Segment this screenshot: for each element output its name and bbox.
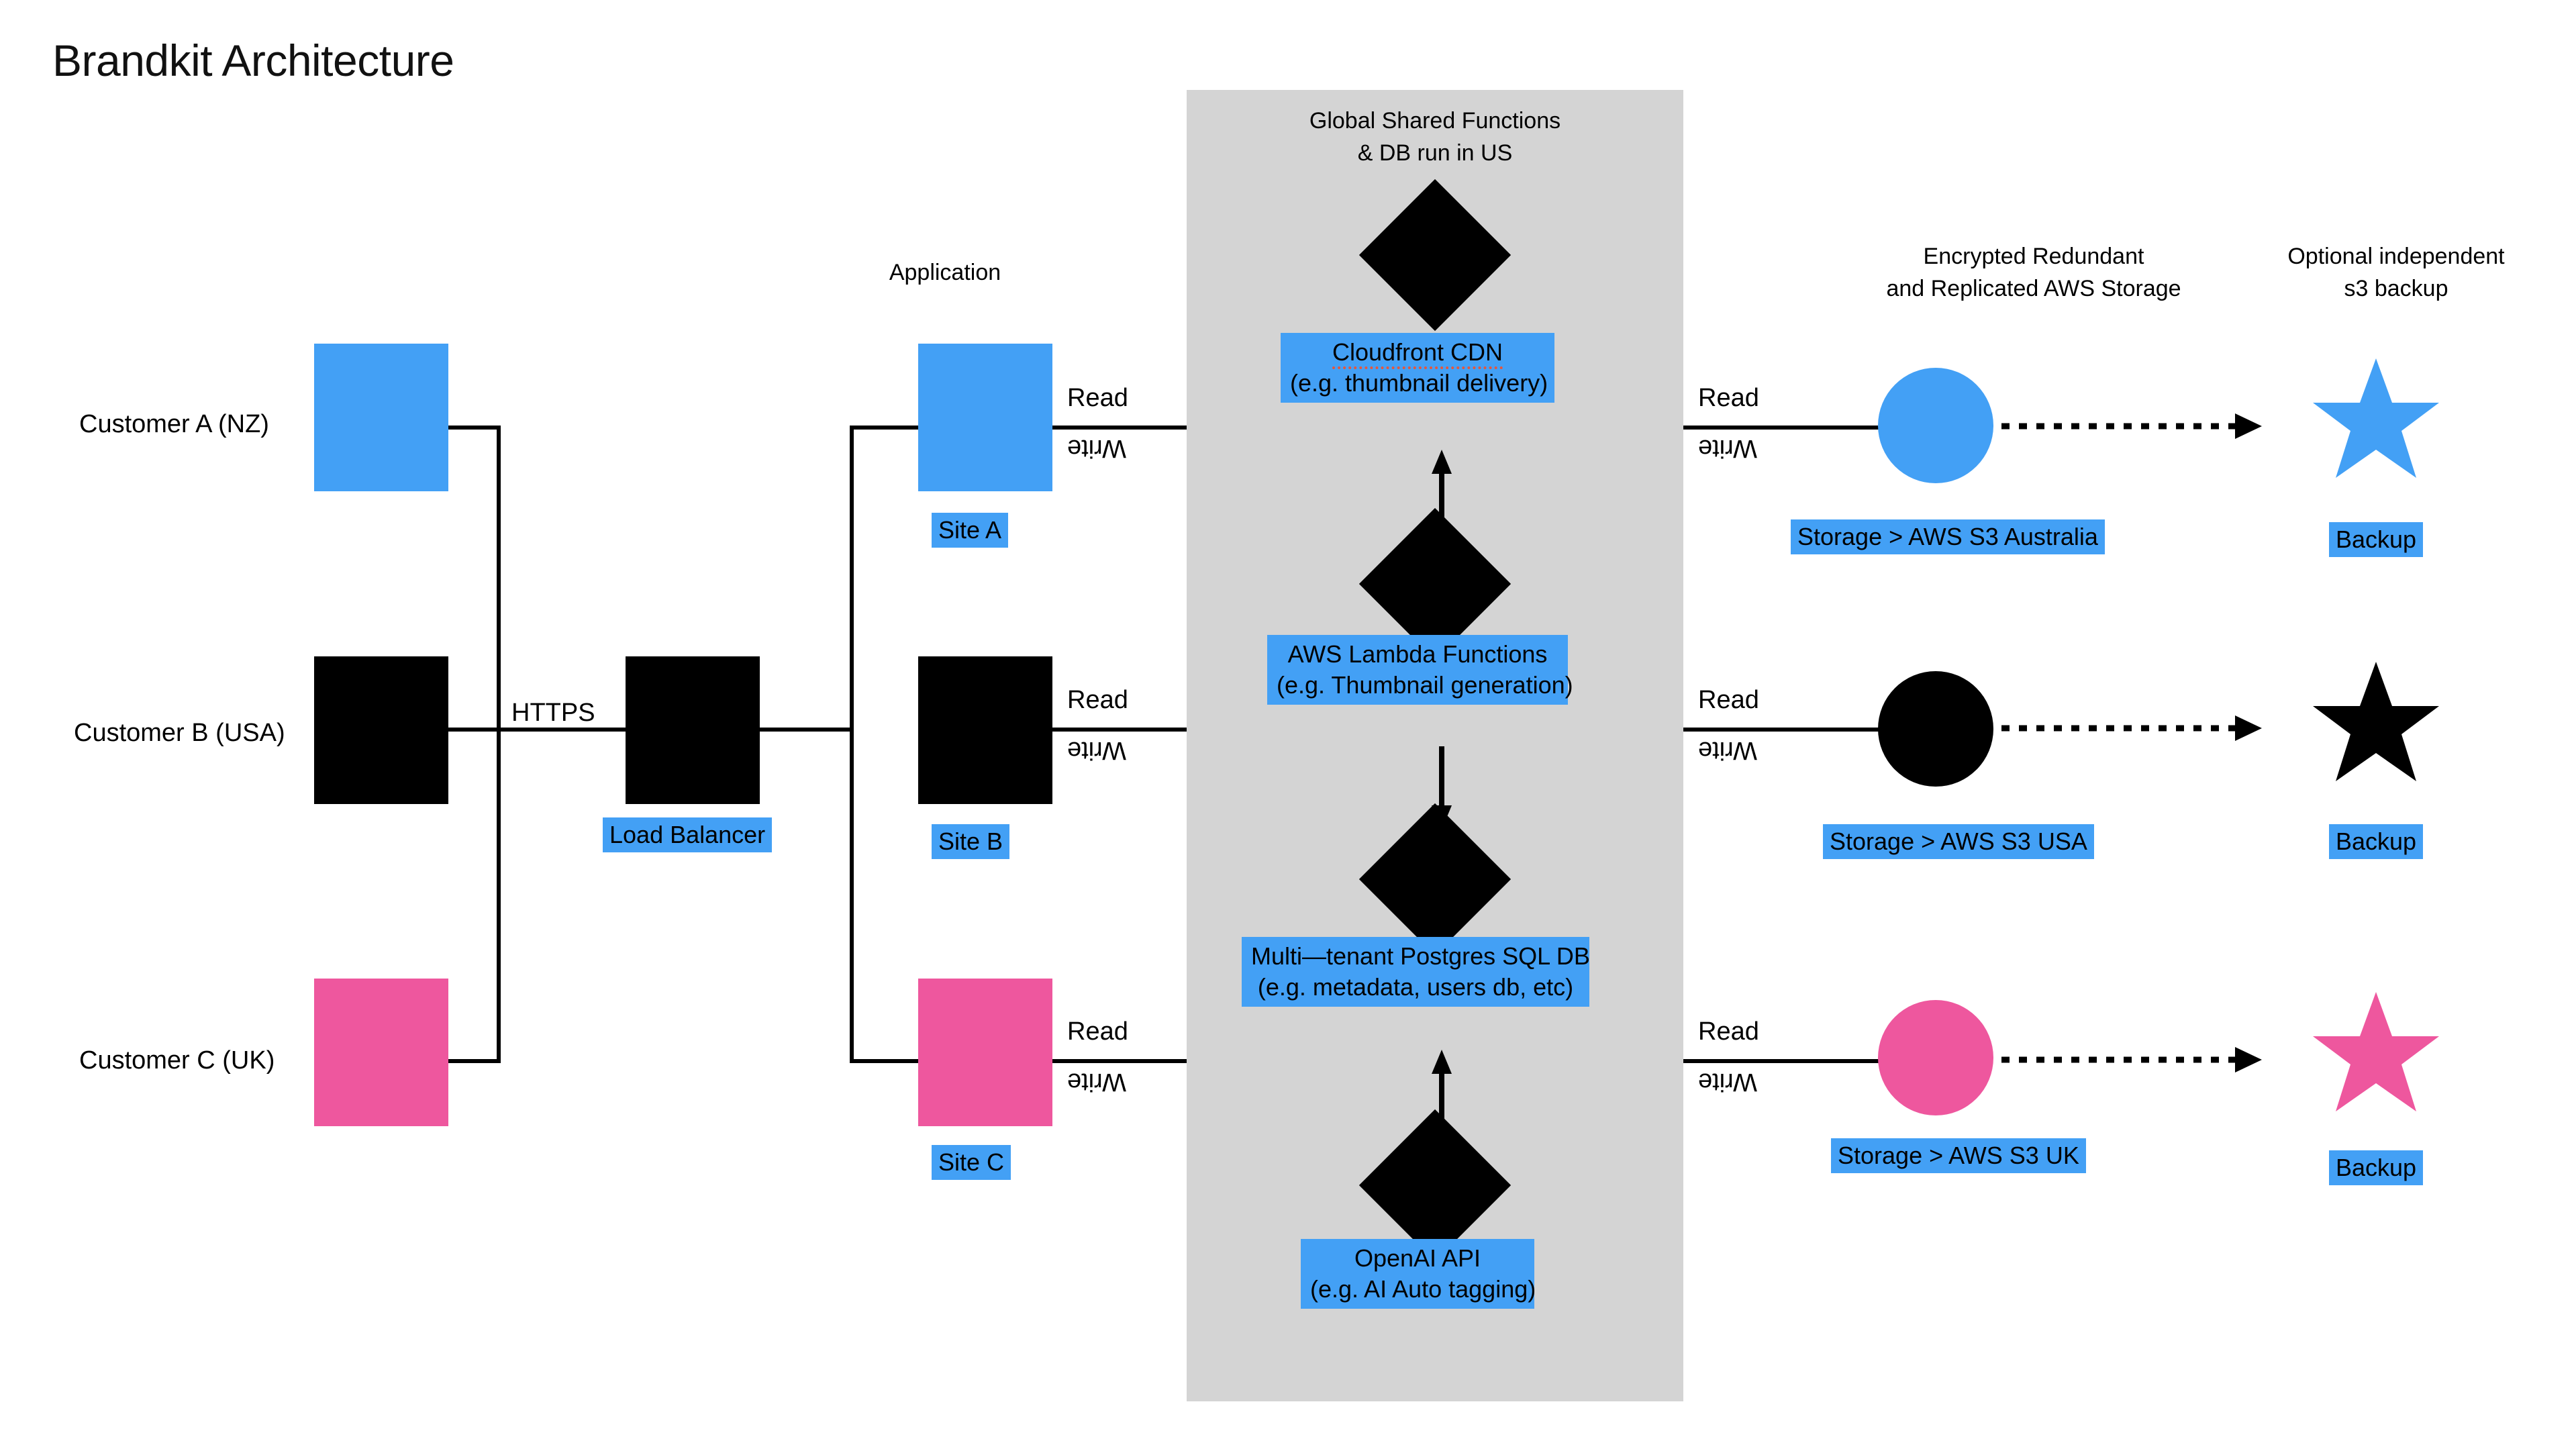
site-label-b: Site B xyxy=(932,824,1010,859)
connector-site-a-stub xyxy=(850,426,937,430)
shared-box-postgres-db[interactable]: Multi—tenant Postgres SQL DB (e.g. metad… xyxy=(1242,937,1590,1007)
connector-shared-to-storage-b xyxy=(1683,728,1885,732)
connector-site-spine xyxy=(850,426,854,1063)
storage-shape-uk[interactable] xyxy=(1878,1000,1993,1115)
column-header-backup-line2: s3 backup xyxy=(2344,276,2448,301)
backup-label-a: Backup xyxy=(2329,522,2424,557)
shared-box-aws-lambda-line1: AWS Lambda Functions xyxy=(1287,640,1548,668)
arrow-dotted-backup-a xyxy=(2001,413,2262,439)
storage-label-uk: Storage > AWS S3 UK xyxy=(1831,1138,2086,1173)
column-header-shared-line2: & DB run in US xyxy=(1357,140,1513,166)
storage-b-write-label: Write xyxy=(1698,736,1757,764)
connector-customer-spine xyxy=(497,426,501,1063)
shared-box-aws-lambda[interactable]: AWS Lambda Functions (e.g. Thumbnail gen… xyxy=(1267,635,1573,705)
shared-box-openai-api[interactable]: OpenAI API (e.g. AI Auto tagging) xyxy=(1301,1239,1536,1309)
storage-c-read-label: Read xyxy=(1698,1017,1759,1046)
backup-shape-a[interactable] xyxy=(2309,356,2443,483)
arrow-dotted-backup-b xyxy=(2001,715,2262,741)
https-label: HTTPS xyxy=(511,699,595,727)
connector-site-c-to-shared xyxy=(1052,1059,1187,1063)
load-balancer-label: Load Balancer xyxy=(603,817,773,852)
storage-a-read-label: Read xyxy=(1698,384,1759,412)
column-header-shared-line1: Global Shared Functions xyxy=(1309,108,1561,134)
customer-shape-b[interactable] xyxy=(314,656,448,804)
connector-site-c-stub xyxy=(850,1059,937,1063)
shared-box-cloudfront-cdn-line2: (e.g. thumbnail delivery) xyxy=(1290,369,1548,397)
site-shape-a[interactable] xyxy=(918,344,1052,491)
connector-site-b-to-shared xyxy=(1052,728,1187,732)
shared-box-postgres-db-line1: Multi—tenant Postgres SQL DB xyxy=(1251,942,1590,970)
site-c-read-label: Read xyxy=(1067,1017,1128,1046)
connector-shared-to-storage-c xyxy=(1683,1059,1885,1063)
backup-shape-c[interactable] xyxy=(2309,989,2443,1117)
customer-label-a: Customer A (NZ) xyxy=(79,410,269,438)
arrow-dotted-backup-c xyxy=(2001,1047,2262,1072)
load-balancer-shape[interactable] xyxy=(626,656,760,804)
site-b-write-label: Write xyxy=(1067,736,1126,764)
customer-label-b: Customer B (USA) xyxy=(74,719,285,747)
connector-customer-a-stub xyxy=(448,426,501,430)
site-label-a: Site A xyxy=(932,513,1009,548)
backup-shape-b[interactable] xyxy=(2309,659,2443,787)
site-shape-b[interactable] xyxy=(918,656,1052,804)
connector-https-left xyxy=(448,728,628,732)
site-a-read-label: Read xyxy=(1067,384,1128,412)
page-title: Brandkit Architecture xyxy=(52,36,454,85)
column-header-storage-line2: and Replicated AWS Storage xyxy=(1886,276,2181,301)
shared-box-aws-lambda-line2: (e.g. Thumbnail generation) xyxy=(1277,671,1573,699)
column-header-application: Application xyxy=(889,260,1001,285)
customer-shape-a[interactable] xyxy=(314,344,448,491)
storage-a-write-label: Write xyxy=(1698,434,1757,462)
shared-box-openai-api-line1: OpenAI API xyxy=(1354,1244,1481,1272)
customer-label-c: Customer C (UK) xyxy=(79,1046,275,1075)
shared-box-postgres-db-line2: (e.g. metadata, users db, etc) xyxy=(1257,973,1574,1001)
site-c-write-label: Write xyxy=(1067,1068,1126,1096)
connector-lb-to-sites xyxy=(760,728,854,732)
column-header-storage-line1: Encrypted Redundant xyxy=(1923,244,2144,269)
shared-box-cloudfront-cdn-line1: Cloudfront CDN xyxy=(1332,338,1503,369)
connector-customer-c-stub xyxy=(448,1059,501,1063)
site-a-write-label: Write xyxy=(1067,434,1126,462)
site-shape-c[interactable] xyxy=(918,979,1052,1126)
storage-label-australia: Storage > AWS S3 Australia xyxy=(1791,519,2105,554)
storage-label-usa: Storage > AWS S3 USA xyxy=(1823,824,2094,859)
site-label-c: Site C xyxy=(932,1145,1011,1180)
shared-box-cloudfront-cdn[interactable]: Cloudfront CDN (e.g. thumbnail delivery) xyxy=(1281,333,1554,403)
connector-site-a-to-shared xyxy=(1052,426,1187,430)
backup-label-b: Backup xyxy=(2329,824,2424,859)
shared-box-openai-api-line2: (e.g. AI Auto tagging) xyxy=(1310,1275,1536,1303)
storage-b-read-label: Read xyxy=(1698,686,1759,714)
site-b-read-label: Read xyxy=(1067,686,1128,714)
customer-shape-c[interactable] xyxy=(314,979,448,1126)
column-header-backup-line1: Optional independent xyxy=(2287,244,2505,269)
backup-label-c: Backup xyxy=(2329,1150,2424,1185)
connector-shared-to-storage-a xyxy=(1683,426,1885,430)
storage-shape-usa[interactable] xyxy=(1878,671,1993,787)
storage-shape-australia[interactable] xyxy=(1878,368,1993,483)
storage-c-write-label: Write xyxy=(1698,1068,1757,1096)
